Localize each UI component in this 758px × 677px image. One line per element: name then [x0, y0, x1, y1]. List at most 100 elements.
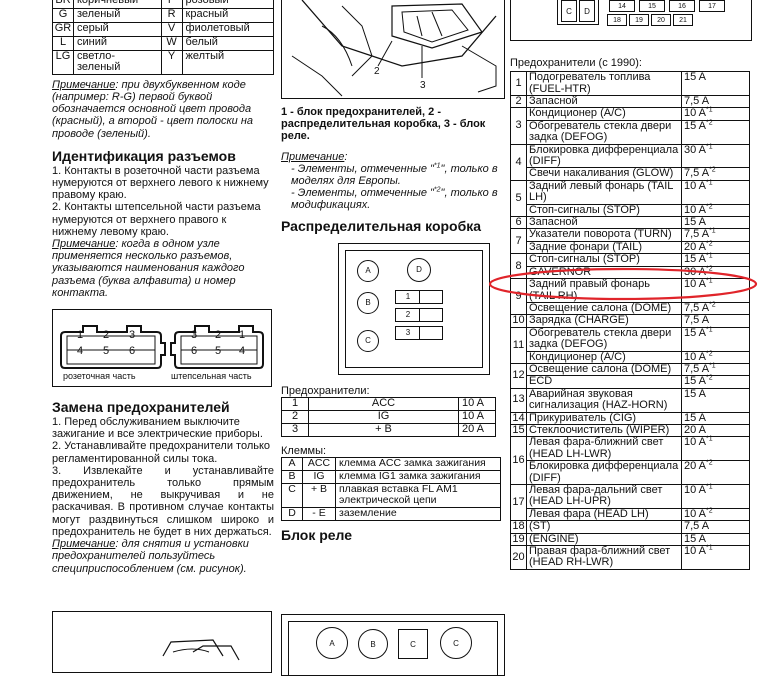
- fuse-footnote-mark: *2: [706, 203, 713, 211]
- fuse-circuit: Кондиционер (A/C): [526, 350, 682, 364]
- fuse-footnote-mark: *2: [706, 507, 713, 515]
- fuse-footnote-mark: *2: [709, 301, 716, 309]
- fuse-number: 3: [281, 422, 309, 437]
- fuse-rating-value: 15 A: [684, 216, 707, 229]
- fuse-rating-value: 15 A: [684, 253, 707, 266]
- middle-column: 2 3 1 - блок предохранителей, 2 - распре…: [281, 0, 505, 676]
- fuse-rating: 15 A*2: [681, 119, 750, 145]
- fuse-footnote-mark: *1: [709, 227, 716, 235]
- fuse-circuit: Аварийная звуковая сигнализация (HAZ-HOR…: [526, 387, 682, 413]
- fuse-row: 18(ST)7,5 A: [510, 520, 750, 534]
- fuse-rating: 20 A*2: [681, 460, 750, 486]
- fuse-number: 18: [510, 520, 527, 534]
- replace-note: Примечание: для снятия и установки предо…: [52, 538, 249, 575]
- fuse-circuit: + B: [308, 422, 459, 437]
- fuse-circuit: Подогреватель топлива (FUEL-HTR): [526, 71, 682, 97]
- fuse-slot-16: 16: [669, 0, 695, 12]
- fuse-circuit: IG: [308, 409, 459, 424]
- fuse-rating-value: 15 A: [684, 387, 707, 400]
- fuse-rating: 15 A*1: [681, 253, 750, 267]
- fuse-circuit: Левая фара-ближний свет (HEAD LH-LWR): [526, 436, 682, 462]
- fuse-footnote-mark: *2: [709, 166, 716, 174]
- fuse-circuit: Задние фонари (TAIL): [526, 240, 682, 255]
- plug-pin-3: 3: [191, 329, 198, 342]
- color-code: G: [52, 8, 74, 23]
- fuse-number: 15: [510, 423, 527, 438]
- color-name: синий: [73, 36, 162, 51]
- fuse-footnote-mark: *1: [706, 483, 713, 491]
- fuse-circuit: Освещение салона (DOME): [526, 301, 682, 316]
- fuse-rating-value: 7,5 A: [684, 95, 710, 108]
- fuses-1990-heading: Предохранители (с 1990):: [510, 57, 642, 69]
- fuse-rating-value: 10 A: [684, 179, 707, 192]
- fuse-rating: 20 A*2: [681, 240, 750, 255]
- fuse-circuit: Зарядка (CHARGE): [526, 314, 682, 328]
- fuse-row: Стоп-сигналы (STOP)10 A*2: [511, 203, 750, 218]
- color-note: Примечание: при двухбуквенном коде (напр…: [52, 78, 254, 140]
- fuse-row: Обогреватель стекла двери задка (DEFOG)1…: [511, 119, 750, 145]
- color-code: GR: [52, 22, 74, 37]
- fuse-rating: 20 A: [458, 422, 496, 437]
- terminals-label: Клеммы:: [281, 444, 327, 457]
- terminal-letter: C: [281, 483, 303, 508]
- fuse-slot-14: 14: [609, 0, 635, 12]
- fuse-number: 17: [510, 484, 527, 522]
- fuse-rating-value: 15 A: [684, 375, 707, 388]
- fuse-rating: 15 A: [681, 532, 750, 547]
- fuse-number: 7: [510, 228, 527, 255]
- fuse-circuit: ECD: [526, 375, 682, 389]
- terminal-description: клемма IG1 замка зажигания: [335, 470, 501, 485]
- relay-slot-d: D: [579, 0, 595, 22]
- fuse-rating-value: 7,5 A: [684, 520, 710, 533]
- color-name: красный: [181, 8, 275, 23]
- terminal-d: D: [407, 257, 431, 282]
- fuse-row: Кондиционер (A/C)10 A*2: [511, 349, 750, 364]
- fuse-slot-15: 15: [639, 0, 665, 12]
- highlight-ellipse: [488, 267, 758, 301]
- fuse-rating: 15 A: [681, 387, 750, 413]
- fuse-circuit: Стоп-сигналы (STOP): [526, 253, 682, 267]
- fuse-rating: 10 A*1: [681, 544, 750, 570]
- fuse-footnote-mark: *2: [706, 349, 713, 357]
- fuse-rating: 7,5 A*1: [681, 227, 750, 242]
- fuse-rating-value: 10 A: [684, 278, 707, 291]
- fuse-rating-value: 10 A: [684, 436, 707, 449]
- fuse-number: 10: [510, 314, 527, 328]
- color-code: R: [160, 8, 183, 23]
- connector-figure: 1 2 3 4 5 6 3 2 1 6 5 4 розеточная часть…: [52, 309, 272, 388]
- fuse-rating-value: 15 A: [684, 326, 707, 339]
- fuse-rating-value: 10 A: [684, 350, 707, 363]
- fuse-circuit: Запасной: [526, 216, 682, 230]
- fuse-row: Блокировка дифференциала (DIFF)20 A*2: [511, 460, 750, 486]
- color-name: белый: [181, 36, 275, 51]
- fuse-rating: 10 A*1: [681, 107, 750, 121]
- note-mods: - Элементы, отмеченные "*2", только в мо…: [291, 186, 498, 212]
- fuse-number: 13: [510, 387, 527, 413]
- fuse-slot-1-right: [419, 289, 443, 304]
- fuse-rating: 20 A: [681, 423, 750, 438]
- fuse-rating: 15 A*1: [681, 326, 750, 352]
- fuse-circuit: Свечи накаливания (GLOW): [526, 167, 682, 181]
- fuse-rating-value: 7,5 A: [684, 167, 710, 180]
- fuse-footnote-mark: *1: [709, 362, 716, 370]
- relay-slot-c: C: [561, 0, 577, 22]
- fuse-slot-19: 19: [629, 14, 649, 26]
- fuse-rating: 10 A*2: [681, 203, 750, 218]
- fuse-number: 12: [510, 362, 527, 389]
- fuse-slot-1: 1: [395, 289, 421, 304]
